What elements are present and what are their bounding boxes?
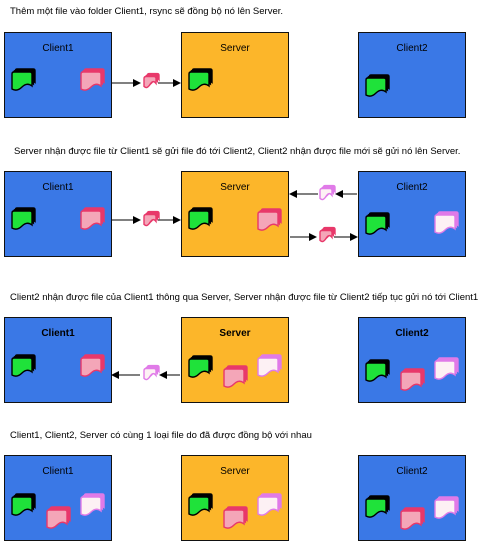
white-file-stack-icon [434, 214, 456, 234]
step-3-server-white-file [257, 354, 282, 377]
step-4-client1-white-file [80, 493, 105, 516]
step-1-client2-green-file [365, 74, 390, 97]
step-2-server-label: Server [220, 182, 250, 193]
red-file-stack-icon [143, 213, 157, 227]
white-file-stack-icon [434, 360, 456, 380]
red-file-stack-icon [143, 75, 157, 89]
green-file-stack-icon [11, 71, 33, 91]
step-2-client2-white-file [434, 211, 459, 234]
red-file-stack-icon [223, 509, 245, 529]
red-file-stack-icon [223, 368, 245, 388]
step-2-client2-green-file [365, 212, 390, 235]
step-3-caption: Client2 nhận được file của Client1 thông… [10, 292, 478, 303]
step-1-transit-red-file [143, 72, 160, 89]
step-1-client1-green-file [11, 68, 36, 91]
step-1-client1-red-file [80, 68, 105, 91]
step-4-server-label: Server [220, 466, 250, 477]
green-file-stack-icon [188, 210, 210, 230]
white-file-stack-icon [80, 496, 102, 516]
white-file-stack-icon [143, 367, 157, 381]
step-1-caption: Thêm một file vào folder Client1, rsync … [10, 6, 283, 17]
step-4-client2-box: Client2 [358, 455, 466, 541]
step-3-server-label: Server [219, 328, 251, 339]
step-2-transit-white-file [319, 184, 336, 201]
step-3-client2-green-file [365, 359, 390, 382]
red-file-stack-icon [319, 229, 333, 243]
step-2-client1-red-file [80, 207, 105, 230]
step-2-client2-label: Client2 [396, 182, 428, 193]
white-file-stack-icon [257, 357, 279, 377]
red-file-stack-icon [257, 211, 279, 231]
green-file-stack-icon [365, 498, 387, 518]
step-1-server-green-file [188, 68, 213, 91]
step-1-client1-label: Client1 [42, 43, 74, 54]
step-1-client2-label: Client2 [396, 43, 428, 54]
step-4-server-white-file [257, 493, 282, 516]
green-file-stack-icon [365, 362, 387, 382]
step-2-transit-red-file-left [143, 210, 160, 227]
red-file-stack-icon [80, 357, 102, 377]
step-3-transit-white-file [143, 364, 160, 381]
white-file-stack-icon [319, 187, 333, 201]
step-4-client2-red-file [400, 507, 425, 530]
green-file-stack-icon [365, 215, 387, 235]
step-4-client1-green-file [11, 493, 36, 516]
white-file-stack-icon [434, 499, 456, 519]
step-4-client1-label: Client1 [42, 466, 74, 477]
step-3-client2-label: Client2 [395, 328, 429, 339]
step-4-client2-white-file [434, 496, 459, 519]
step-3-server-green-file [188, 355, 213, 378]
red-file-stack-icon [400, 510, 422, 530]
step-4-client1-red-file [46, 506, 71, 529]
step-2-caption: Server nhận được file từ Client1 sẽ gửi … [14, 146, 461, 157]
step-2-server-red-file [257, 208, 282, 231]
red-file-stack-icon [46, 509, 68, 529]
step-4-caption: Client1, Client2, Server có cùng 1 loại … [10, 430, 312, 441]
step-4-client2-label: Client2 [396, 466, 428, 477]
green-file-stack-icon [11, 357, 33, 377]
green-file-stack-icon [11, 496, 33, 516]
red-file-stack-icon [80, 71, 102, 91]
step-3-client2-red-file [400, 368, 425, 391]
step-2-client1-label: Client1 [42, 182, 74, 193]
red-file-stack-icon [80, 210, 102, 230]
white-file-stack-icon [257, 496, 279, 516]
step-3-client1-red-file [80, 354, 105, 377]
green-file-stack-icon [188, 496, 210, 516]
step-3-server-red-file [223, 365, 248, 388]
green-file-stack-icon [365, 77, 387, 97]
step-3-client1-label: Client1 [41, 328, 75, 339]
step-2-client1-green-file [11, 207, 36, 230]
step-4-server-green-file [188, 493, 213, 516]
green-file-stack-icon [188, 358, 210, 378]
step-3-client2-white-file [434, 357, 459, 380]
step-2-server-green-file [188, 207, 213, 230]
step-4-server-red-file [223, 506, 248, 529]
step-1-server-label: Server [220, 43, 250, 54]
step-4-client2-green-file [365, 495, 390, 518]
step-3-client1-green-file [11, 354, 36, 377]
red-file-stack-icon [400, 371, 422, 391]
step-2-transit-red-file-right [319, 226, 336, 243]
green-file-stack-icon [188, 71, 210, 91]
green-file-stack-icon [11, 210, 33, 230]
